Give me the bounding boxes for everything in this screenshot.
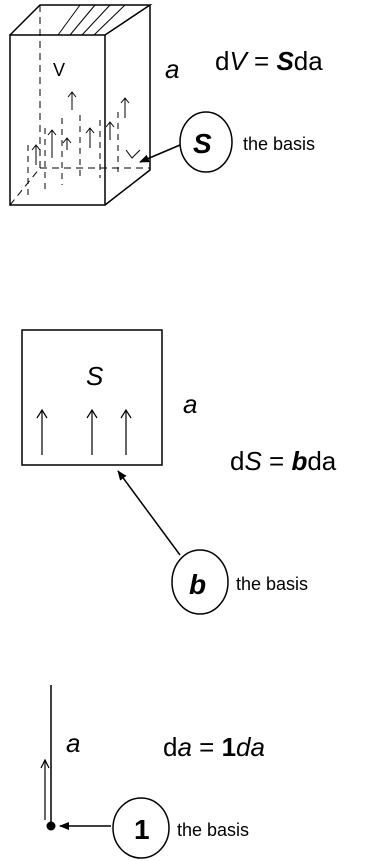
formula-lhs: S (244, 446, 262, 476)
volume-hidden-edges (9, 5, 150, 206)
formula-rhs: da (236, 732, 265, 762)
surface-panel: S a dS = bda b the basis (21, 329, 337, 615)
surface-formula: dS = bda (230, 446, 337, 476)
line-basis-callout: 1 the basis (59, 797, 249, 859)
line-origin-point (46, 821, 56, 831)
line-panel: a da = 1da 1 the basis (40, 685, 265, 859)
line-basis-circle (112, 797, 170, 859)
formula-basis-symbol: S (276, 46, 294, 76)
surface-basis-symbol: b (189, 569, 206, 600)
formula-equals: = (247, 46, 277, 76)
surface-basis-circle (171, 549, 229, 615)
line-formula: da = 1da (163, 732, 265, 762)
line-basis-text: the basis (177, 820, 249, 840)
formula-rhs: da (307, 446, 336, 476)
formula-lhs: V (229, 46, 249, 76)
volume-basis-symbol: S (193, 128, 212, 159)
formula-lhs: a (177, 732, 191, 762)
volume-panel: V a dV = Sda S the basis (9, 4, 323, 206)
surface-basis-callout: b the basis (117, 470, 308, 615)
volume-interior-vectors (27, 91, 141, 195)
volume-box (9, 4, 153, 206)
line-basis-symbol: 1 (134, 814, 150, 845)
formula-equals: = (192, 732, 222, 762)
volume-formula: dV = Sda (215, 46, 323, 76)
surface-basis-arrow (117, 470, 181, 556)
volume-basis-text: the basis (243, 134, 315, 154)
formula-rhs: da (294, 46, 323, 76)
surface-vectors (36, 408, 132, 455)
volume-basis-callout: S the basis (139, 111, 315, 173)
volume-basis-arrow (139, 144, 181, 163)
formula-equals: = (262, 446, 292, 476)
formula-d: d (215, 46, 229, 76)
volume-side-a-label: a (165, 54, 179, 84)
surface-rectangle (21, 329, 163, 466)
volume-basis-circle (179, 111, 233, 173)
formula-d: d (163, 732, 177, 762)
line-vector (40, 758, 50, 820)
formula-basis-symbol: 1 (222, 732, 236, 762)
line-a-label: a (66, 728, 80, 758)
surface-side-a-label: a (183, 389, 197, 419)
volume-v-label: V (53, 60, 65, 80)
formula-d: d (230, 446, 244, 476)
surface-basis-text: the basis (236, 574, 308, 594)
formula-basis-symbol: b (291, 446, 307, 476)
surface-s-label: S (86, 361, 104, 391)
